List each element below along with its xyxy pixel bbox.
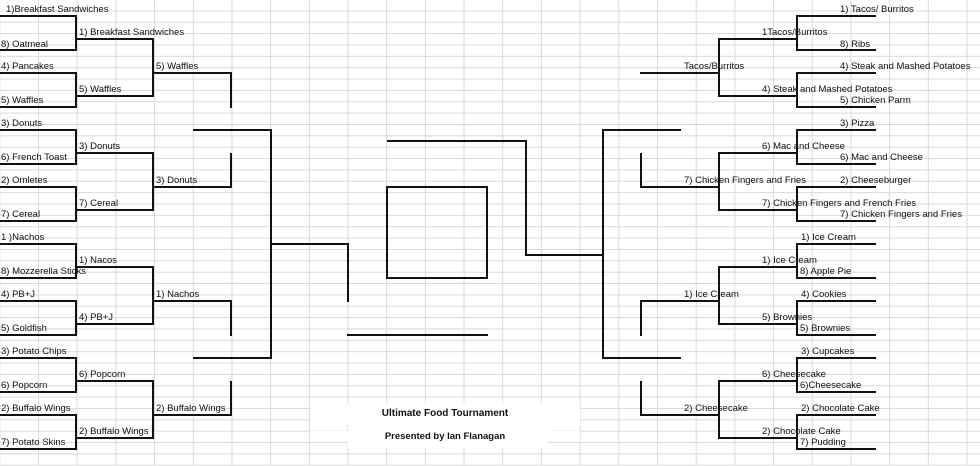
right-r1-slot-11[interactable]: 4) Cookies [801, 289, 847, 300]
right-r1-slot-7[interactable]: 2) Cheeseburger [840, 175, 912, 186]
right-r1-slot-5[interactable]: 3) Pizza [840, 118, 875, 129]
left-r1-slot-14[interactable]: 6) Popcorn [1, 380, 48, 391]
left-r2-slot-7[interactable]: 6) Popcorn [79, 369, 126, 380]
left-r2-slot-5[interactable]: 1) Nacos [79, 255, 118, 266]
left-r2-slot-3[interactable]: 3) Donuts [79, 141, 121, 152]
left-r1-slot-5[interactable]: 3) Donuts [1, 118, 43, 129]
right-r2-slot-8[interactable]: 2) Chocolate Cake [762, 426, 841, 437]
left-r2-slot-6[interactable]: 4) PB+J [79, 312, 114, 323]
right-r1-slot-4[interactable]: 5) Chicken Parm [840, 95, 911, 106]
right-r1-slot-2[interactable]: 8) Ribs [840, 39, 871, 50]
champion-box[interactable] [386, 186, 488, 279]
right-r1-slot-9[interactable]: 1) Ice Cream [801, 232, 856, 243]
right-r1-slot-3[interactable]: 4) Steak and Mashed Potatoes [840, 61, 971, 72]
tournament-subtitle: Presented by Ian Flanagan [310, 431, 580, 442]
left-r1-slot-7[interactable]: 2) Omletes [1, 175, 48, 186]
left-r1-slot-3[interactable]: 4) Pancakes [1, 61, 54, 72]
tournament-title: Ultimate Food Tournament [310, 408, 580, 419]
left-r1-slot-13[interactable]: 3) Potato Chips [1, 346, 67, 357]
right-r2-slot-3[interactable]: 6) Mac and Cheese [762, 141, 845, 152]
right-r1-slot-8[interactable]: 7) Chicken Fingers and Fries [840, 209, 962, 220]
left-r1-slot-15[interactable]: 2) Buffalo Wings [1, 403, 71, 414]
right-r3-slot-2[interactable]: 7) Chicken Fingers and Fries [684, 175, 806, 186]
right-r1-slot-10[interactable]: 8) Apple Pie [800, 266, 852, 277]
right-r1-slot-1[interactable]: 1) Tacos/ Burritos [840, 4, 914, 15]
right-r2-slot-4[interactable]: 7) Chicken Fingers and French Fries [762, 198, 917, 209]
left-r3-slot-1[interactable]: 5) Waffles [156, 61, 199, 72]
right-r2-slot-5[interactable]: 1) Ice Cream [762, 255, 817, 266]
right-r1-slot-14[interactable]: 6)Cheesecake [800, 380, 862, 391]
left-r2-slot-8[interactable]: 2) Buffalo Wings [79, 426, 149, 437]
right-r1-slot-6[interactable]: 6) Mac and Cheese [840, 152, 923, 163]
left-r1-slot-8[interactable]: 7) Cereal [1, 209, 41, 220]
right-r2-slot-7[interactable]: 6) Cheesecake [762, 369, 826, 380]
left-r3-slot-2[interactable]: 3) Donuts [156, 175, 198, 186]
right-r1-slot-13[interactable]: 3) Cupcakes [801, 346, 855, 357]
right-r1-slot-15[interactable]: 2) Chocolate Cake [801, 403, 880, 414]
right-r2-slot-6[interactable]: 5) Brownies [762, 312, 813, 323]
left-r1-slot-6[interactable]: 6) French Toast [1, 152, 67, 163]
right-r2-slot-2[interactable]: 4) Steak and Mashed Potatoes [762, 84, 893, 95]
right-r3-slot-3[interactable]: 1) Ice Cream [684, 289, 739, 300]
right-r1-slot-16[interactable]: 7) Pudding [800, 437, 846, 448]
left-r2-slot-4[interactable]: 7) Cereal [79, 198, 119, 209]
left-r1-slot-1[interactable]: 1)Breakfast Sandwiches [6, 4, 109, 15]
left-r1-slot-12[interactable]: 5) Goldfish [1, 323, 47, 334]
left-r3-slot-3[interactable]: 1) Nachos [156, 289, 200, 300]
left-r1-slot-11[interactable]: 4) PB+J [1, 289, 36, 300]
left-r1-slot-4[interactable]: 5) Waffles [1, 95, 44, 106]
left-r2-slot-2[interactable]: 5) Waffles [79, 84, 122, 95]
left-r1-slot-2[interactable]: 8) Oatmeal [1, 39, 48, 50]
right-r1-slot-12[interactable]: 5) Brownies [800, 323, 851, 334]
right-r3-slot-1[interactable]: Tacos/Burritos [684, 61, 745, 72]
left-r1-slot-9[interactable]: 1 )Nachos [1, 232, 45, 243]
right-r3-slot-4[interactable]: 2) Cheesecake [684, 403, 748, 414]
left-r1-slot-10[interactable]: 8) Mozzerella Sticks [1, 266, 86, 277]
right-r2-slot-1[interactable]: 1Tacos/Burritos [762, 27, 828, 38]
left-r1-slot-16[interactable]: 7) Potato Skins [1, 437, 66, 448]
left-r2-slot-1[interactable]: 1) Breakfast Sandwiches [79, 27, 185, 38]
left-r3-slot-4[interactable]: 2) Buffalo Wings [156, 403, 226, 414]
